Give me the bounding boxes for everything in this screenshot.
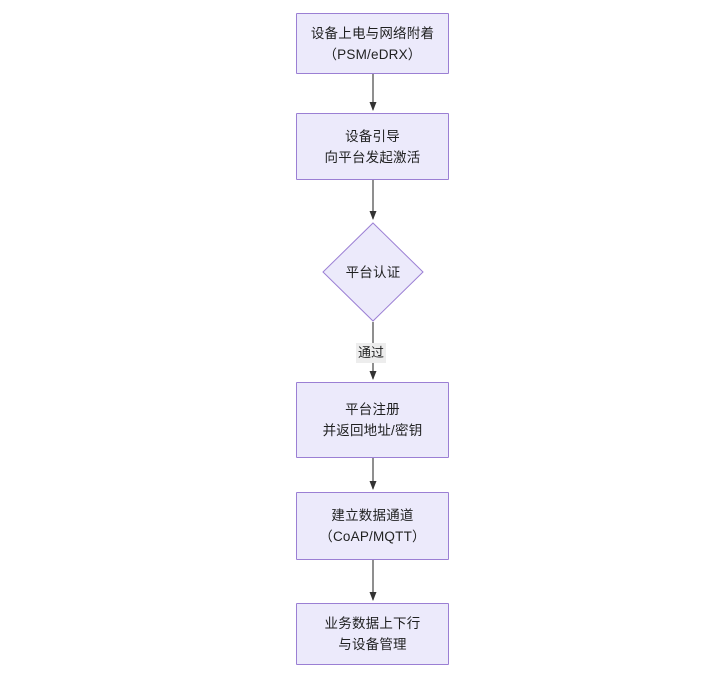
- edge-label-pass: 通过: [356, 343, 387, 363]
- node-platform-register[interactable]: 平台注册 并返回地址/密钥: [296, 382, 449, 458]
- node-label-n4: 平台注册 并返回地址/密钥: [322, 402, 423, 438]
- node-label-n1: 设备上电与网络附着 （PSM/eDRX）: [310, 25, 435, 62]
- diamond-shape-icon: [322, 222, 424, 322]
- node-device-bootstrap[interactable]: 设备引导 向平台发起激活: [296, 113, 449, 180]
- node-label-n5: 建立数据通道 （CoAP/MQTT）: [319, 508, 426, 544]
- node-device-power-on[interactable]: 设备上电与网络附着 （PSM/eDRX）: [296, 13, 449, 74]
- node-data-channel[interactable]: 建立数据通道 （CoAP/MQTT）: [296, 492, 449, 560]
- node-label-n3: 平台认证: [345, 264, 401, 280]
- node-platform-auth-decision[interactable]: 平台认证: [322, 222, 424, 322]
- node-label-n2: 设备引导 向平台发起激活: [324, 128, 421, 165]
- node-business-data[interactable]: 业务数据上下行 与设备管理: [296, 603, 449, 665]
- node-label-n6: 业务数据上下行 与设备管理: [324, 616, 421, 652]
